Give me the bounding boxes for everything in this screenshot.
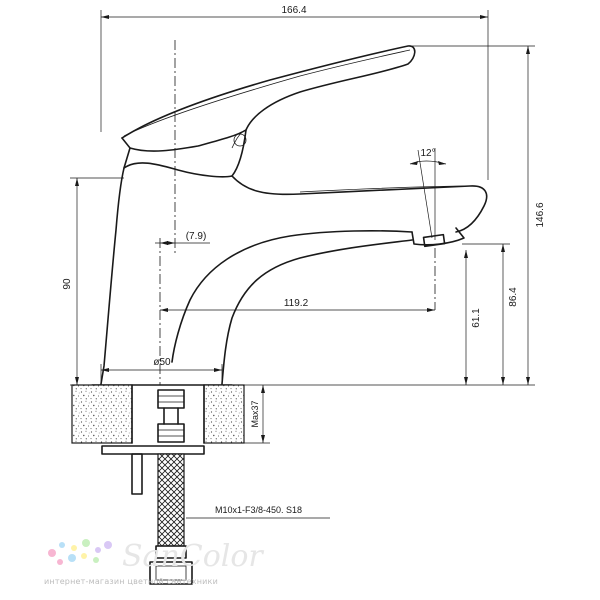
- hose-fitting-upper: [157, 389, 185, 443]
- offset-label: (7.9): [186, 231, 207, 242]
- hose-spec-label: M10x1-F3/8-450. S18: [215, 505, 302, 515]
- cartridge-screw: [233, 133, 247, 147]
- watermark-brand: SanColor: [122, 539, 264, 574]
- body-upper-curve: [123, 162, 233, 178]
- spout-inner-line: [299, 185, 473, 193]
- centerlines: [159, 40, 436, 385]
- cartridge-arc: [231, 129, 247, 149]
- total-height-label: 146.6: [535, 202, 546, 227]
- watermark-dot: [59, 542, 65, 548]
- max-thickness-label: Max37: [250, 400, 260, 427]
- total-length-label: 166.4: [281, 5, 306, 16]
- lever-cap: [121, 129, 247, 152]
- hose-nut: [149, 561, 193, 585]
- aerator: [411, 227, 465, 246]
- lever-handle-inner: [123, 49, 411, 137]
- stud-left: [131, 453, 143, 495]
- watermark-dot: [57, 559, 63, 565]
- spout-top-edge: [231, 175, 488, 233]
- watermark-dot: [93, 557, 99, 563]
- watermark-dot: [71, 545, 77, 551]
- watermark-dot: [104, 541, 112, 549]
- angle-label: 12°: [420, 148, 435, 159]
- watermark-dot: [81, 553, 87, 559]
- hose-crimp: [155, 545, 187, 559]
- body-height-label: 90: [62, 278, 73, 290]
- braided-hose: [157, 453, 185, 547]
- countertop-right: [203, 384, 245, 444]
- mounting-nut: [101, 445, 205, 455]
- watermark-dot: [68, 554, 76, 562]
- body-right-edge: [221, 239, 413, 385]
- base-diameter-label: ø50: [153, 357, 171, 368]
- watermark-logo: SanColor интернет-магазин цветной сантех…: [44, 539, 264, 586]
- watermark-dot: [82, 539, 90, 547]
- countertop-left: [71, 384, 133, 444]
- spout-height-label: 86.4: [508, 287, 519, 307]
- countertop-section: [71, 384, 245, 585]
- spout-lower-edge: [171, 230, 413, 363]
- aerator-nozzle: [422, 233, 446, 248]
- lever-handle: [121, 45, 416, 177]
- dimension-labels: 166.4 146.6 86.4 61.1 90 12° (7.9) 119.2…: [62, 5, 546, 515]
- outlet-height-label: 61.1: [471, 308, 482, 328]
- watermark-tagline: интернет-магазин цветной сантехники: [44, 577, 218, 586]
- watermark-dots: [48, 539, 112, 565]
- faucet-outline: [100, 45, 488, 385]
- reach-label: 119.2: [284, 298, 309, 309]
- dimension-lines: [70, 10, 535, 519]
- body-left-edge: [100, 147, 131, 385]
- watermark-dot: [48, 549, 56, 557]
- watermark-dot: [95, 547, 101, 553]
